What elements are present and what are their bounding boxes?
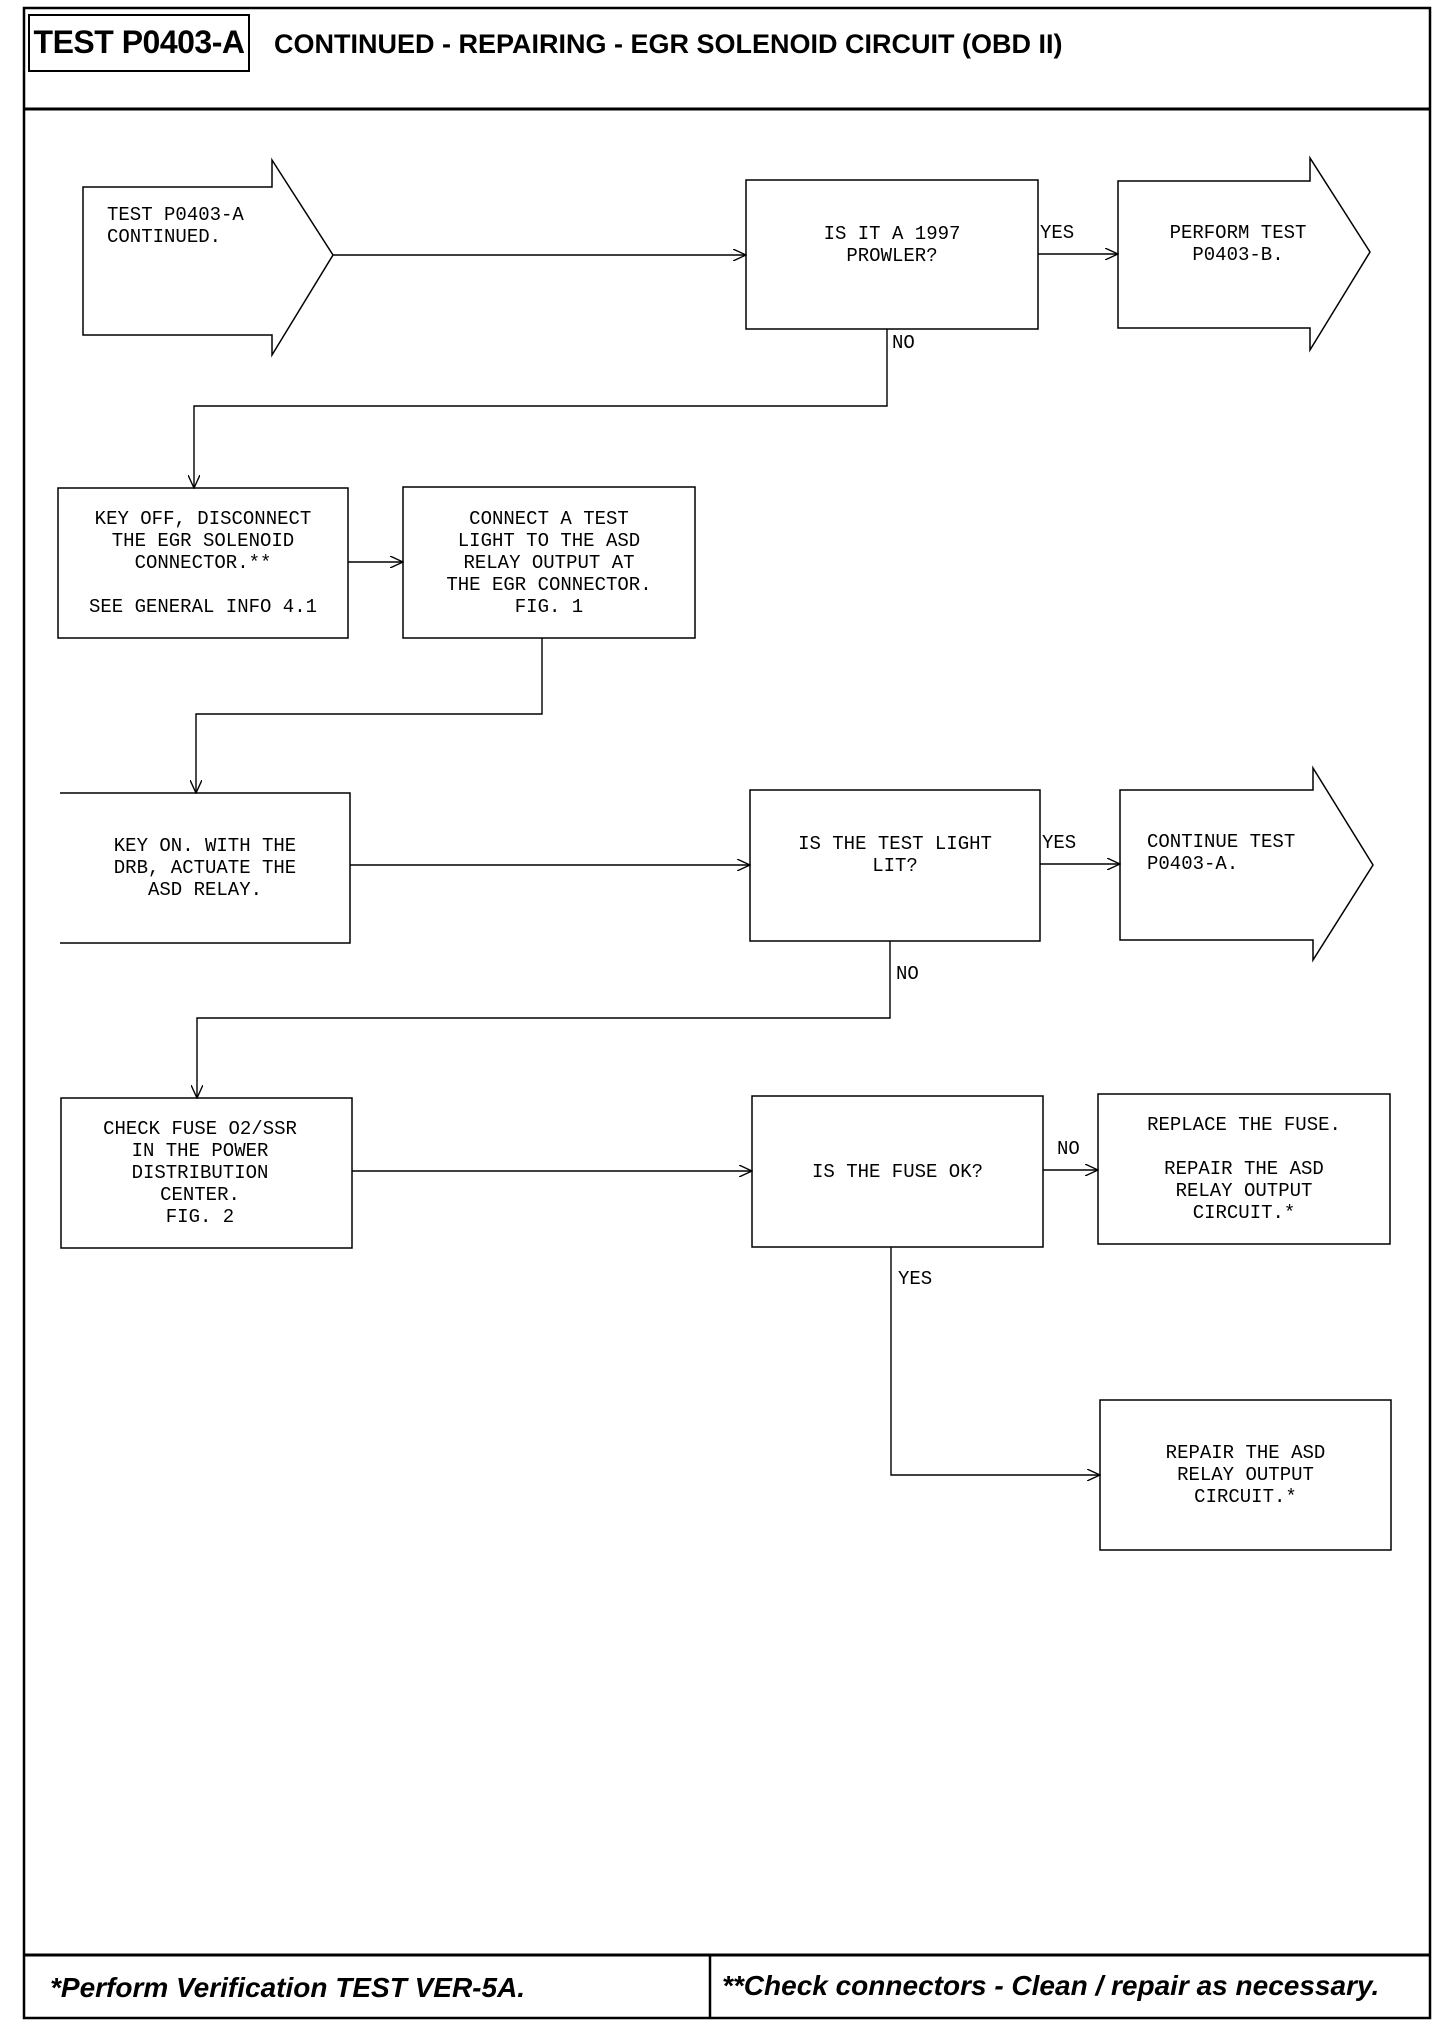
q-fuse-text: IS THE FUSE OK? xyxy=(811,1160,984,1183)
check-fuse-text: CHECK FUSE O2/SSR IN THE POWER DISTRIBUT… xyxy=(103,1118,297,1228)
replace-fuse-text: REPLACE THE FUSE. REPAIR THE ASD RELAY O… xyxy=(1147,1114,1341,1224)
continue-a-block-arrow xyxy=(1119,765,1374,963)
yes-label-prowler: YES xyxy=(1040,222,1075,244)
key-off-box xyxy=(57,487,349,639)
repair-asd-box xyxy=(1099,1399,1392,1551)
no-label-light: NO xyxy=(896,963,919,985)
yes-label-fuse: YES xyxy=(898,1268,933,1290)
start-block-arrow xyxy=(82,157,334,358)
connector-fuse-yes xyxy=(890,1247,1100,1475)
connect-light-box xyxy=(402,486,696,639)
q-light-text: IS THE TEST LIGHT LIT? xyxy=(798,833,992,877)
q-prowler-box xyxy=(745,179,1039,330)
connector-prowler-no xyxy=(194,329,888,488)
no-label-prowler: NO xyxy=(892,332,915,354)
page-frame xyxy=(22,6,1432,2020)
replace-fuse-box xyxy=(1097,1093,1391,1245)
yes-label-light: YES xyxy=(1042,832,1077,854)
check-fuse-box xyxy=(60,1097,353,1249)
connect-light-text: CONNECT A TEST LIGHT TO THE ASD RELAY OU… xyxy=(446,507,652,618)
test-id-label: TEST P0403-A xyxy=(28,14,250,72)
connector-light-no xyxy=(197,941,891,1098)
page-title: CONTINUED - REPAIRING - EGR SOLENOID CIR… xyxy=(274,29,1063,59)
connector-connect-to-keyon xyxy=(196,638,543,793)
continue-a-text: CONTINUE TEST P0403-A. xyxy=(1147,831,1296,875)
q-light-box xyxy=(749,789,1041,942)
key-on-box xyxy=(60,792,351,944)
perform-b-block-arrow xyxy=(1117,155,1371,353)
footer-note-verification: *Perform Verification TEST VER-5A. xyxy=(50,1972,526,2003)
no-label-fuse: NO xyxy=(1057,1138,1080,1160)
start-node-text: TEST P0403-A CONTINUED. xyxy=(107,204,244,248)
key-off-text: KEY OFF, DISCONNECT THE EGR SOLENOID CON… xyxy=(88,508,318,618)
repair-asd-text: REPAIR THE ASD RELAY OUTPUT CIRCUIT.* xyxy=(1165,1442,1326,1508)
q-prowler-text: IS IT A 1997 PROWLER? xyxy=(823,223,961,267)
footer-note-connectors: **Check connectors - Clean / repair as n… xyxy=(722,1970,1380,2001)
perform-b-text: PERFORM TEST P0403-B. xyxy=(1169,222,1307,266)
key-on-text: KEY ON. WITH THE DRB, ACTUATE THE ASD RE… xyxy=(113,835,297,901)
q-fuse-box xyxy=(751,1095,1044,1248)
